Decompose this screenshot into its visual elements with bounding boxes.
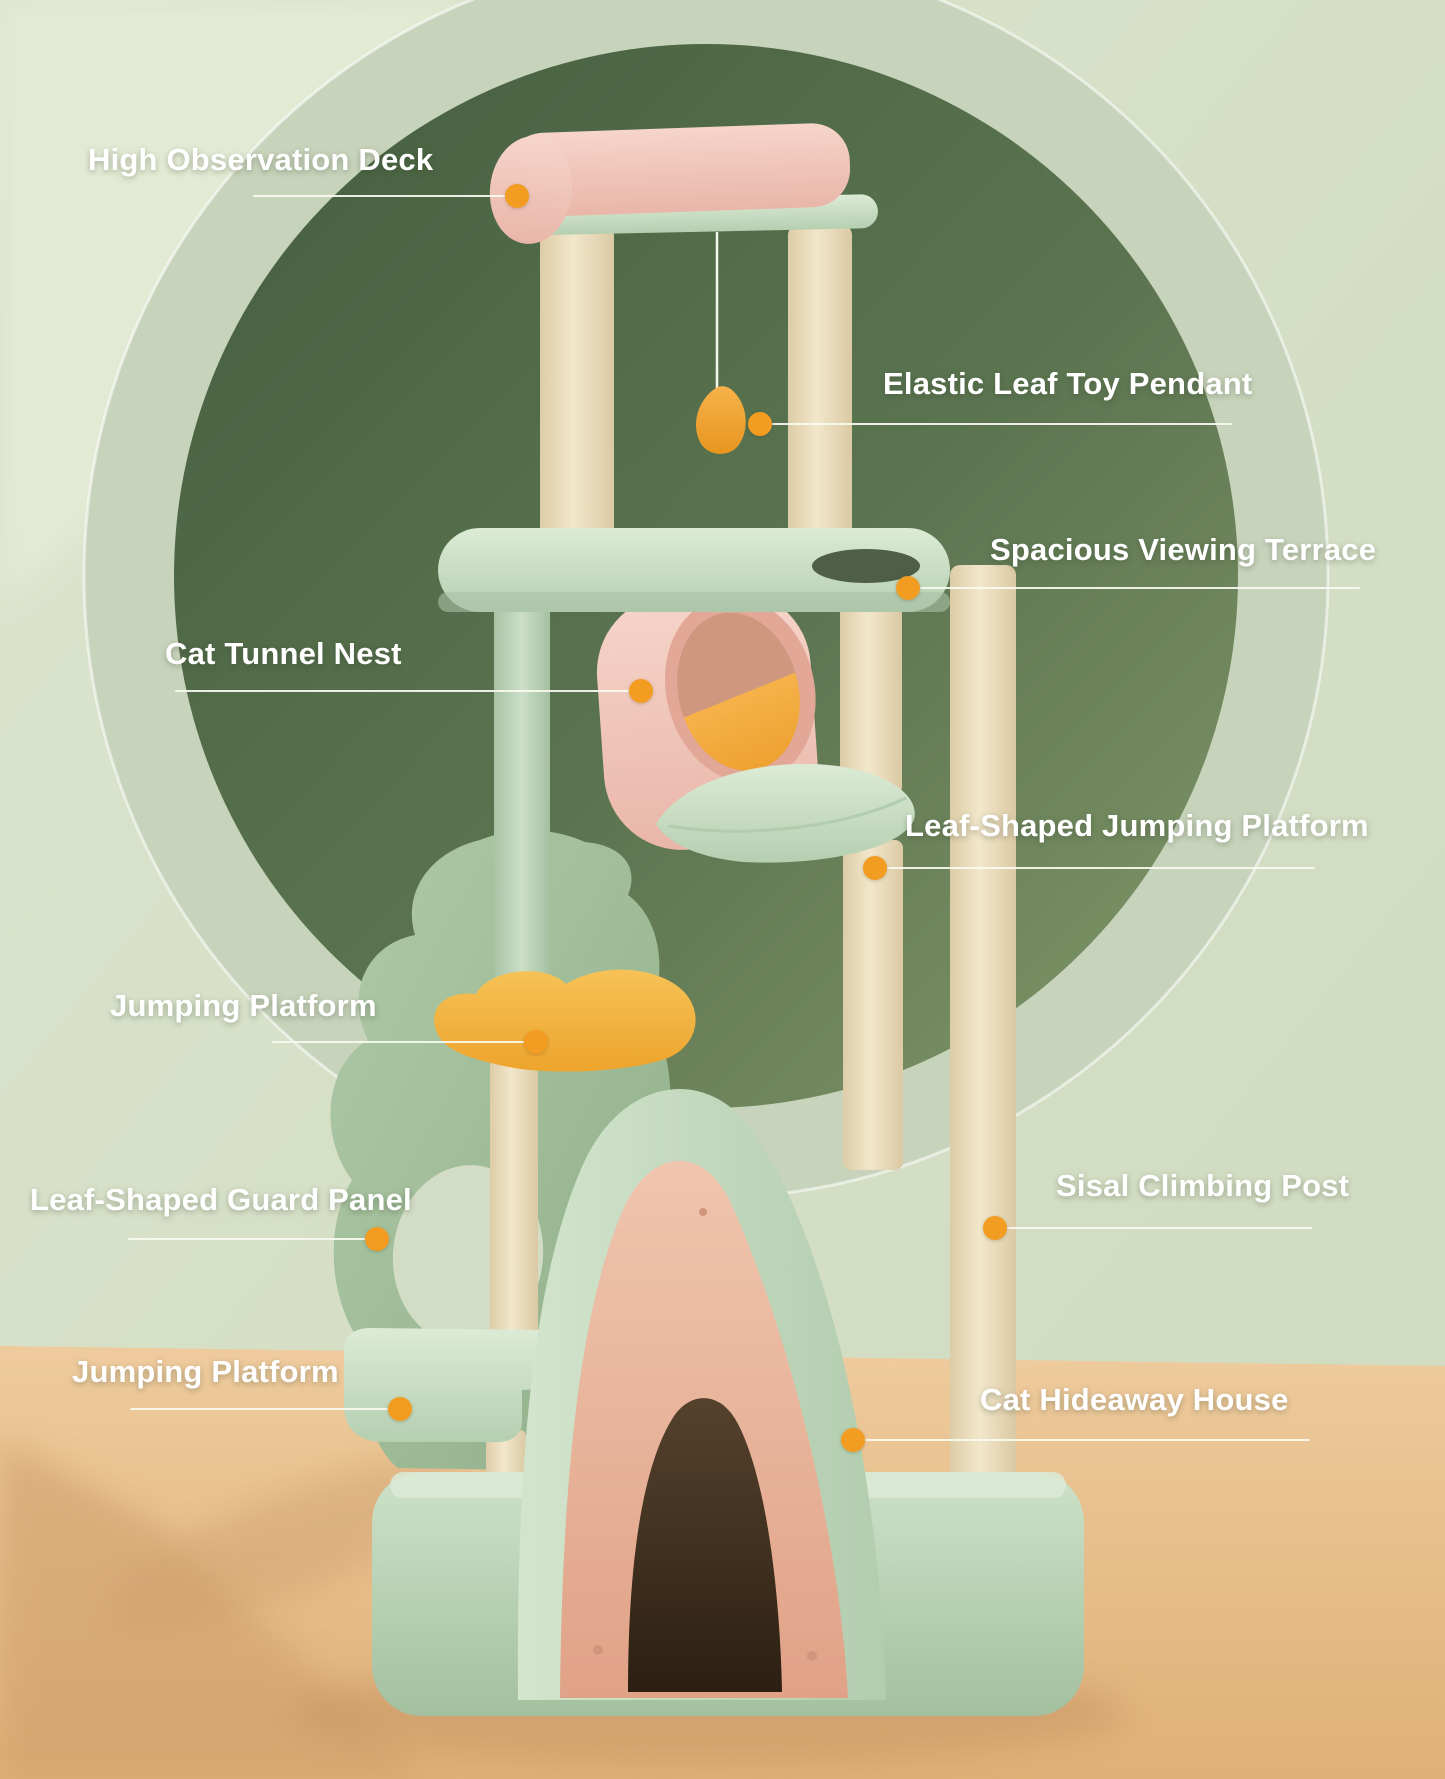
house-opening (628, 1398, 782, 1692)
side-shadow (107, 1460, 463, 1630)
leader-line-spacious-viewing-terrace (920, 587, 1360, 589)
sisal-post-mid-lower (843, 840, 903, 1170)
label-high-observation-deck: High Observation Deck (88, 142, 434, 177)
leader-line-leaf-shaped-guard-panel (128, 1238, 365, 1240)
leader-line-elastic-leaf-toy-pendant (772, 423, 1232, 425)
leader-line-jumping-platform-upper (272, 1041, 524, 1043)
leaf-toy-pendant (695, 386, 746, 454)
hideaway-house (517, 1088, 886, 1700)
marker-dot-leaf-shaped-jumping-platform (863, 856, 887, 880)
label-elastic-leaf-toy-pendant: Elastic Leaf Toy Pendant (883, 366, 1253, 401)
label-leaf-shaped-guard-panel: Leaf-Shaped Guard Panel (30, 1182, 412, 1217)
marker-dot-leaf-shaped-guard-panel (365, 1227, 389, 1251)
label-leaf-shaped-jumping-platform: Leaf-Shaped Jumping Platform (905, 808, 1369, 843)
marker-dot-sisal-climbing-post (983, 1216, 1007, 1240)
marker-dot-spacious-viewing-terrace (896, 576, 920, 600)
marker-dot-cat-hideaway-house (841, 1428, 865, 1452)
deck-post-right (788, 225, 852, 545)
cat-tunnel (596, 590, 818, 850)
label-cat-tunnel-nest: Cat Tunnel Nest (165, 636, 402, 671)
leader-line-leaf-shaped-jumping-platform (887, 867, 1315, 869)
leader-line-cat-hideaway-house (865, 1439, 1310, 1441)
viewing-terrace-edge (438, 592, 950, 612)
leader-line-jumping-platform-lower (130, 1408, 388, 1410)
label-sisal-climbing-post: Sisal Climbing Post (1056, 1168, 1350, 1203)
marker-dot-jumping-platform-lower (388, 1397, 412, 1421)
label-jumping-platform-lower: Jumping Platform (72, 1354, 339, 1389)
marker-dot-jumping-platform-upper (524, 1030, 548, 1054)
label-cat-hideaway-house: Cat Hideaway House (980, 1382, 1289, 1417)
deck-post-left (540, 225, 614, 545)
yellow-jumping-platform (434, 969, 696, 1072)
leader-line-cat-tunnel-nest (175, 690, 629, 692)
mint-post (494, 600, 550, 1010)
marker-dot-high-observation-deck (505, 184, 529, 208)
label-jumping-platform-upper: Jumping Platform (110, 988, 377, 1023)
leader-line-sisal-climbing-post (1007, 1227, 1312, 1229)
viewing-terrace (438, 528, 950, 612)
sisal-post-tall (950, 565, 1016, 1515)
label-spacious-viewing-terrace: Spacious Viewing Terrace (990, 532, 1377, 567)
terrace-hole (812, 549, 920, 583)
sisal-post-left-lower (490, 1055, 538, 1345)
sisal-post-mid-upper (840, 600, 902, 795)
observation-deck (489, 123, 878, 244)
leader-line-high-observation-deck (253, 195, 505, 197)
marker-dot-cat-tunnel-nest (629, 679, 653, 703)
marker-dot-elastic-leaf-toy-pendant (748, 412, 772, 436)
leaf-jumping-platform (656, 763, 915, 863)
